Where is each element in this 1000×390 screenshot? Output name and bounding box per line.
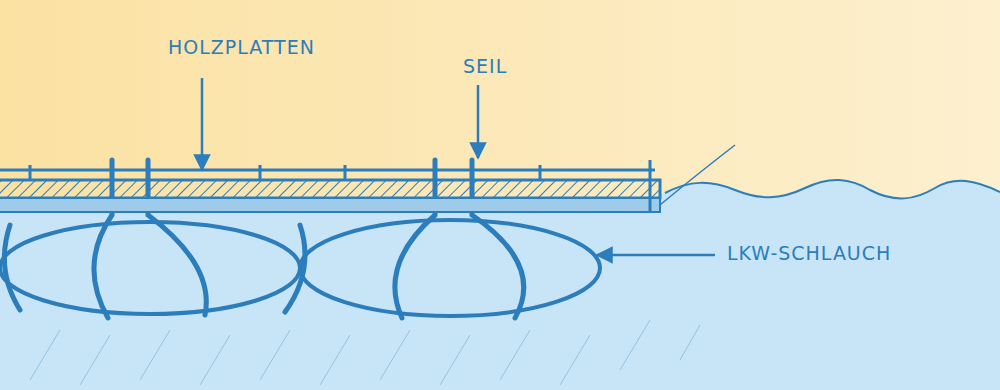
truck-tubes bbox=[0, 220, 600, 316]
part-label: HOLZPLATTEN bbox=[168, 38, 315, 57]
water-hatching bbox=[30, 320, 700, 385]
wave-line bbox=[665, 180, 1000, 199]
leader-arrow bbox=[477, 85, 480, 158]
deck-frame bbox=[0, 198, 660, 212]
wood-deck bbox=[0, 180, 660, 198]
leader-arrow bbox=[201, 78, 204, 170]
part-label: LKW-SCHLAUCH bbox=[727, 244, 891, 263]
tube bbox=[0, 222, 300, 314]
mooring-line bbox=[660, 145, 735, 205]
leader-arrow bbox=[597, 254, 715, 257]
part-label: SEIL bbox=[463, 57, 507, 76]
leader-lines bbox=[202, 78, 715, 255]
railing bbox=[0, 160, 655, 212]
tube bbox=[300, 220, 600, 316]
